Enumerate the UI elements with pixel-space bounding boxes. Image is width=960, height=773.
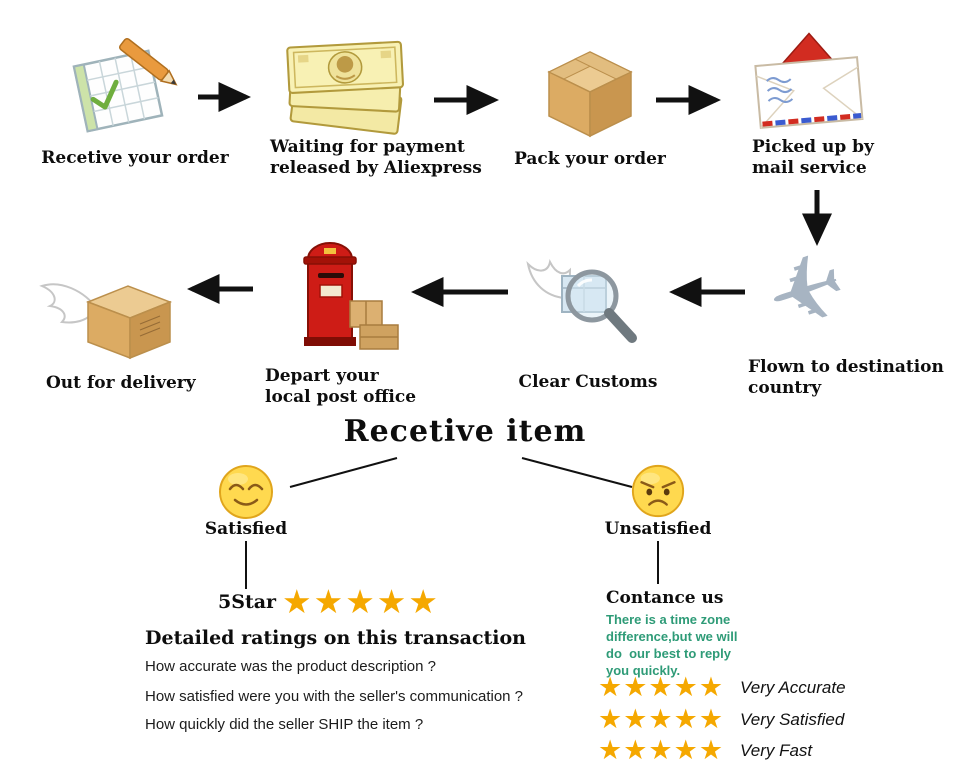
- step-flown-destination: ✈: [753, 229, 859, 355]
- label-mail-pickup: Picked up by mail service: [752, 137, 874, 178]
- label-very-satisfied: Very Satisfied: [740, 709, 845, 729]
- detailed-ratings-title: Detailed ratings on this transaction: [145, 627, 526, 649]
- stars-very-accurate: ★★★★★: [598, 672, 725, 703]
- airplane-icon: ✈: [753, 228, 860, 355]
- five-star-rating-row: 5Star ★★★★★: [218, 585, 440, 618]
- winged-box-icon: [39, 283, 173, 360]
- step-out-for-delivery: [36, 262, 186, 366]
- cardboard-box-icon: [547, 51, 633, 138]
- five-star-label: 5Star: [218, 590, 277, 613]
- branch-line-satisfied: [289, 457, 398, 488]
- smiley-icon: [219, 465, 273, 519]
- satisfied-face: [216, 462, 276, 526]
- label-receive-order: Recetive your order: [41, 148, 229, 168]
- customs-magnifier-icon: [526, 258, 637, 343]
- contact-us-title: Contance us: [606, 588, 724, 608]
- time-zone-note: There is a time zone difference,but we w…: [606, 612, 738, 678]
- question-accuracy: How accurate was the product description…: [145, 658, 436, 675]
- unsatisfied-face: [629, 462, 687, 524]
- step-local-post-office: [268, 233, 403, 362]
- branch-line-unsatisfied: [521, 457, 633, 488]
- label-local-post-office: Depart your local post office: [265, 366, 417, 407]
- step-waiting-payment: [272, 32, 422, 140]
- red-postbox-icon: [303, 242, 399, 350]
- label-clear-customs: Clear Customs: [518, 372, 658, 392]
- rating-row-accurate: ★★★★★ Very Accurate: [598, 674, 846, 701]
- label-pack-order: Pack your order: [514, 149, 666, 169]
- stars-very-satisfied: ★★★★★: [598, 704, 725, 735]
- label-unsatisfied: Unsatisfied: [604, 519, 712, 539]
- label-very-fast: Very Fast: [740, 740, 813, 760]
- label-very-accurate: Very Accurate: [740, 677, 846, 697]
- payment-banknotes-icon: [286, 40, 405, 135]
- rating-row-fast: ★★★★★ Very Fast: [598, 737, 812, 764]
- five-star-stars: ★★★★★: [282, 582, 440, 621]
- order-notepad-icon: [72, 37, 178, 133]
- question-shipping-speed: How quickly did the seller SHIP the item…: [145, 716, 424, 733]
- stars-very-fast: ★★★★★: [598, 735, 725, 766]
- rating-row-satisfied: ★★★★★ Very Satisfied: [598, 706, 844, 733]
- step-mail-pickup: [742, 30, 877, 142]
- label-satisfied: Satisfied: [204, 519, 288, 539]
- question-communication: How satisfied were you with the seller's…: [145, 688, 524, 705]
- label-waiting-payment: Waiting for payment released by Aliexpre…: [270, 137, 482, 178]
- label-flown-destination: Flown to destination country: [748, 357, 944, 398]
- step-receive-order: [58, 36, 188, 145]
- label-out-for-delivery: Out for delivery: [46, 373, 196, 393]
- sad-face-icon: [631, 464, 685, 518]
- step-pack-order: [535, 40, 645, 144]
- receive-item-title: Recetive item: [343, 414, 587, 449]
- mail-envelope-icon: [754, 32, 864, 129]
- step-clear-customs: [520, 246, 655, 355]
